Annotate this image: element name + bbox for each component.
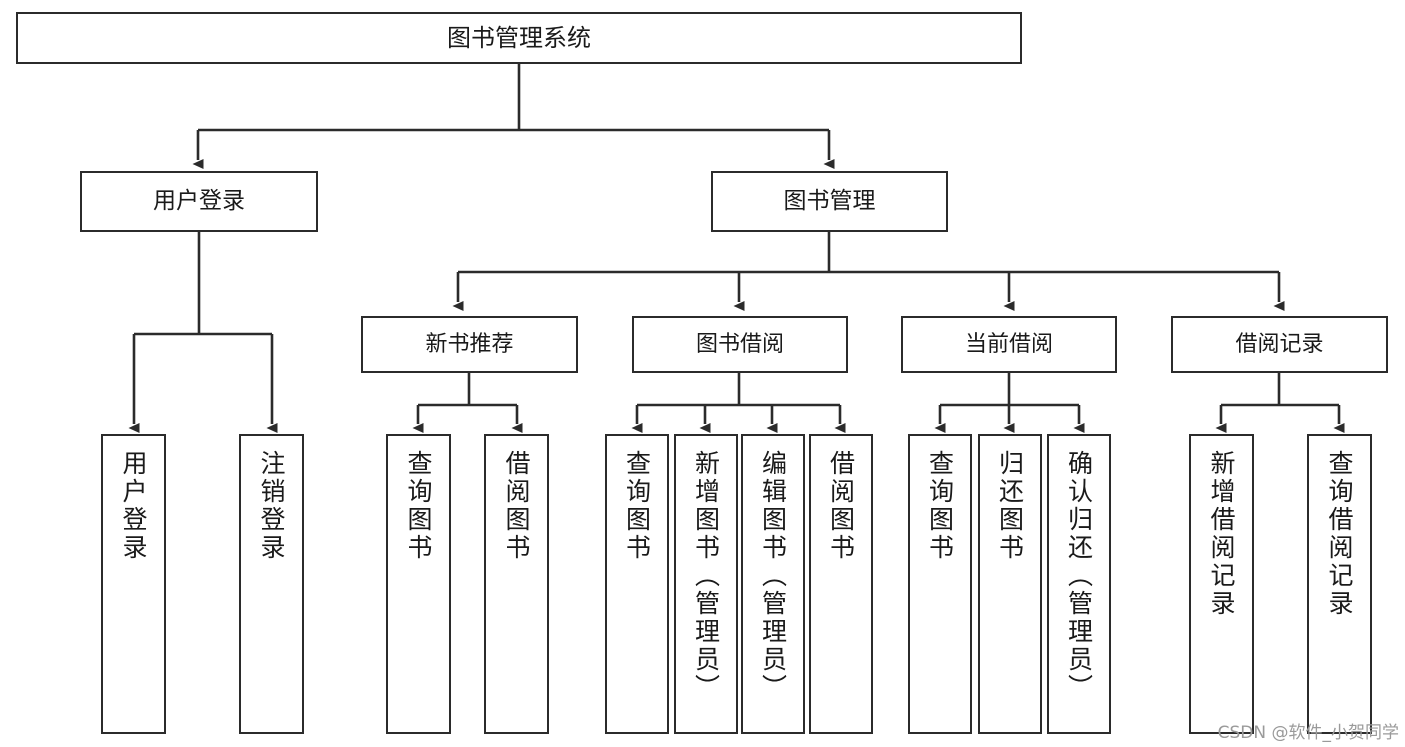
node-leaf-logout-login-label: 注销登录 — [257, 450, 286, 562]
node-leaf-query-book-2-label: 查询图书 — [622, 450, 652, 562]
node-leaf-confirm-return[interactable]: 确认归还（管理员） — [1047, 434, 1111, 734]
node-leaf-user-login[interactable]: 用户登录 — [101, 434, 166, 734]
node-borrow-record[interactable]: 借阅记录 — [1171, 316, 1388, 373]
node-leaf-add-record[interactable]: 新增借阅记录 — [1189, 434, 1254, 734]
node-root-label: 图书管理系统 — [447, 23, 591, 52]
node-leaf-query-book-2[interactable]: 查询图书 — [605, 434, 669, 734]
node-leaf-return-book[interactable]: 归还图书 — [978, 434, 1042, 734]
node-current-borrow[interactable]: 当前借阅 — [901, 316, 1117, 373]
node-new-book-recommend[interactable]: 新书推荐 — [361, 316, 578, 373]
node-leaf-return-book-label: 归还图书 — [995, 450, 1025, 562]
node-leaf-query-book-3-label: 查询图书 — [925, 450, 955, 562]
node-leaf-add-record-label: 新增借阅记录 — [1207, 450, 1236, 618]
node-leaf-query-book-1[interactable]: 查询图书 — [386, 434, 451, 734]
node-leaf-query-record-label: 查询借阅记录 — [1325, 450, 1354, 618]
node-book-borrow-label: 图书借阅 — [695, 331, 784, 357]
node-book-management-label: 图书管理 — [783, 187, 876, 214]
node-root[interactable]: 图书管理系统 — [16, 12, 1022, 64]
node-leaf-edit-book-label: 编辑图书（管理员） — [758, 450, 788, 702]
node-leaf-query-book-3[interactable]: 查询图书 — [908, 434, 972, 734]
csdn-watermark: CSDN @软件_小贺同学 — [1217, 723, 1399, 743]
node-borrow-record-label: 借阅记录 — [1235, 331, 1324, 357]
node-current-borrow-label: 当前借阅 — [964, 331, 1053, 357]
node-new-book-recommend-label: 新书推荐 — [425, 331, 514, 357]
node-leaf-query-record[interactable]: 查询借阅记录 — [1307, 434, 1372, 734]
node-leaf-borrow-book-2[interactable]: 借阅图书 — [809, 434, 873, 734]
node-leaf-add-book-label: 新增图书（管理员） — [691, 450, 721, 702]
node-book-borrow[interactable]: 图书借阅 — [632, 316, 848, 373]
node-user-login[interactable]: 用户登录 — [80, 171, 318, 232]
node-leaf-edit-book[interactable]: 编辑图书（管理员） — [741, 434, 805, 734]
node-user-login-label: 用户登录 — [153, 187, 245, 214]
node-leaf-logout-login[interactable]: 注销登录 — [239, 434, 304, 734]
node-leaf-confirm-return-label: 确认归还（管理员） — [1064, 450, 1094, 702]
node-book-management[interactable]: 图书管理 — [711, 171, 948, 232]
node-leaf-query-book-1-label: 查询图书 — [404, 450, 433, 562]
node-leaf-borrow-book-2-label: 借阅图书 — [826, 450, 856, 562]
node-leaf-add-book[interactable]: 新增图书（管理员） — [674, 434, 738, 734]
node-leaf-user-login-label: 用户登录 — [119, 450, 148, 562]
node-leaf-borrow-book-1-label: 借阅图书 — [502, 450, 531, 562]
node-leaf-borrow-book-1[interactable]: 借阅图书 — [484, 434, 549, 734]
